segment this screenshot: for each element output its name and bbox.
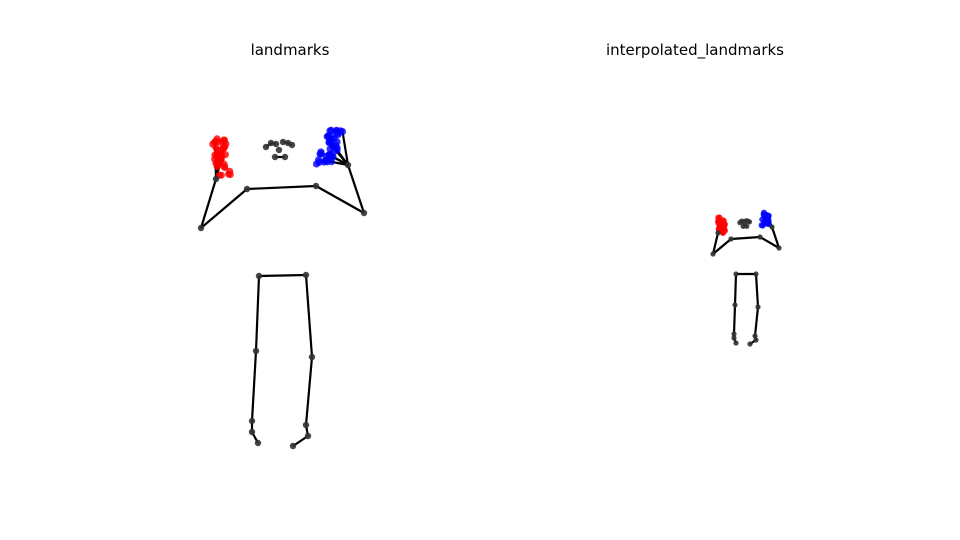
joint-eyeR3 (288, 141, 296, 149)
bone-rknee-rank (304, 356, 314, 426)
joint-mouthL (271, 153, 279, 161)
panel-title-interpolated-landmarks: interpolated_landmarks (605, 41, 784, 59)
joint-lank (731, 331, 737, 337)
joint-relbow (360, 209, 368, 217)
joint-rhip (753, 271, 759, 277)
bone-rhip-rknee (754, 273, 760, 308)
joint-lwrist (212, 175, 220, 183)
bone-relbow-rwrist (770, 226, 781, 249)
joint-rank2 (304, 432, 312, 440)
pose-skeleton-interpolated (710, 209, 782, 347)
joint-rhip (302, 271, 310, 279)
joint-rank2 (753, 337, 759, 343)
joint-relbow (776, 245, 782, 251)
bone-lhip-lknee (733, 273, 738, 306)
joint-eyeR1 (279, 138, 287, 146)
joint-eyeL3 (272, 140, 280, 148)
joint-lheel (733, 340, 739, 346)
bone-rhip-rknee (304, 274, 314, 358)
pose-skeleton-landmarks (197, 126, 368, 450)
joint-rknee (755, 304, 761, 310)
joint-rank (752, 333, 758, 339)
joint-lsh (243, 185, 251, 193)
right-hand-point (316, 150, 324, 158)
right-hand-point (326, 151, 335, 159)
joint-lhip (255, 272, 263, 280)
bone-lknee-lank (732, 304, 737, 335)
joint-rheel (747, 341, 753, 347)
joint-rwrist (344, 161, 352, 169)
bone-lhip-rhip (258, 273, 307, 278)
bone-lwrist-lelbow (199, 178, 218, 229)
joint-lknee (252, 347, 260, 355)
left-hand-point (219, 144, 227, 152)
left-hand-point (214, 146, 222, 154)
left-hand-point (213, 135, 221, 143)
bone-lsh-rsh (246, 184, 317, 191)
joint-mouthL (740, 223, 746, 229)
left-hand-point (211, 155, 219, 163)
joint-rheel (289, 442, 297, 450)
joint-eyeL1 (262, 143, 270, 151)
joint-rank (302, 421, 310, 429)
bone-rsh-relbow (315, 185, 365, 214)
joint-lknee (732, 302, 738, 308)
bone-rknee-rank (753, 306, 760, 337)
bone-lelbow-lsh (712, 238, 732, 255)
left-hand-point (221, 150, 229, 159)
left-hand-point (225, 170, 233, 178)
right-hand-point (335, 128, 343, 137)
left-hand-point (220, 163, 229, 171)
left-hand-point (220, 136, 229, 144)
joint-lheel (254, 439, 262, 447)
bone-lhip-lknee (254, 275, 261, 352)
joint-rknee (308, 353, 316, 361)
bone-lelbow-lsh (200, 188, 248, 229)
left-hand-point (716, 217, 723, 224)
joint-rwrist (769, 224, 775, 230)
left-hand-point (715, 225, 722, 232)
right-hand-point (765, 212, 772, 219)
left-hand-point (217, 171, 225, 179)
joint-rsh (757, 234, 763, 240)
right-hand-link (341, 131, 350, 166)
left-hand-point (720, 222, 727, 229)
joint-lwrist (715, 230, 721, 236)
bone-lknee-lank (250, 350, 258, 422)
joint-lank2 (248, 428, 256, 436)
joint-lsh (728, 236, 734, 242)
joint-lank2 (731, 335, 737, 341)
joint-lelbow (710, 251, 716, 257)
joint-lelbow (197, 224, 205, 232)
joint-lhip (733, 271, 739, 277)
left-hand-point (213, 163, 221, 171)
joint-mouthR (281, 153, 289, 161)
joint-rsh (312, 182, 320, 190)
bone-rsh-relbow (759, 236, 780, 249)
bone-relbow-rwrist (346, 164, 366, 214)
bone-lsh-rsh (730, 235, 761, 241)
joint-mouthR (744, 223, 750, 229)
bone-lwrist-lelbow (711, 232, 720, 255)
right-hand-point (315, 158, 323, 166)
joint-eyeL2 (267, 139, 275, 147)
panel-title-landmarks: landmarks (250, 41, 330, 59)
joint-eyeR3 (746, 219, 753, 225)
joint-nose (275, 146, 283, 154)
right-hand-point (332, 142, 340, 150)
joint-lank (248, 417, 256, 425)
right-hand-point (761, 218, 768, 225)
